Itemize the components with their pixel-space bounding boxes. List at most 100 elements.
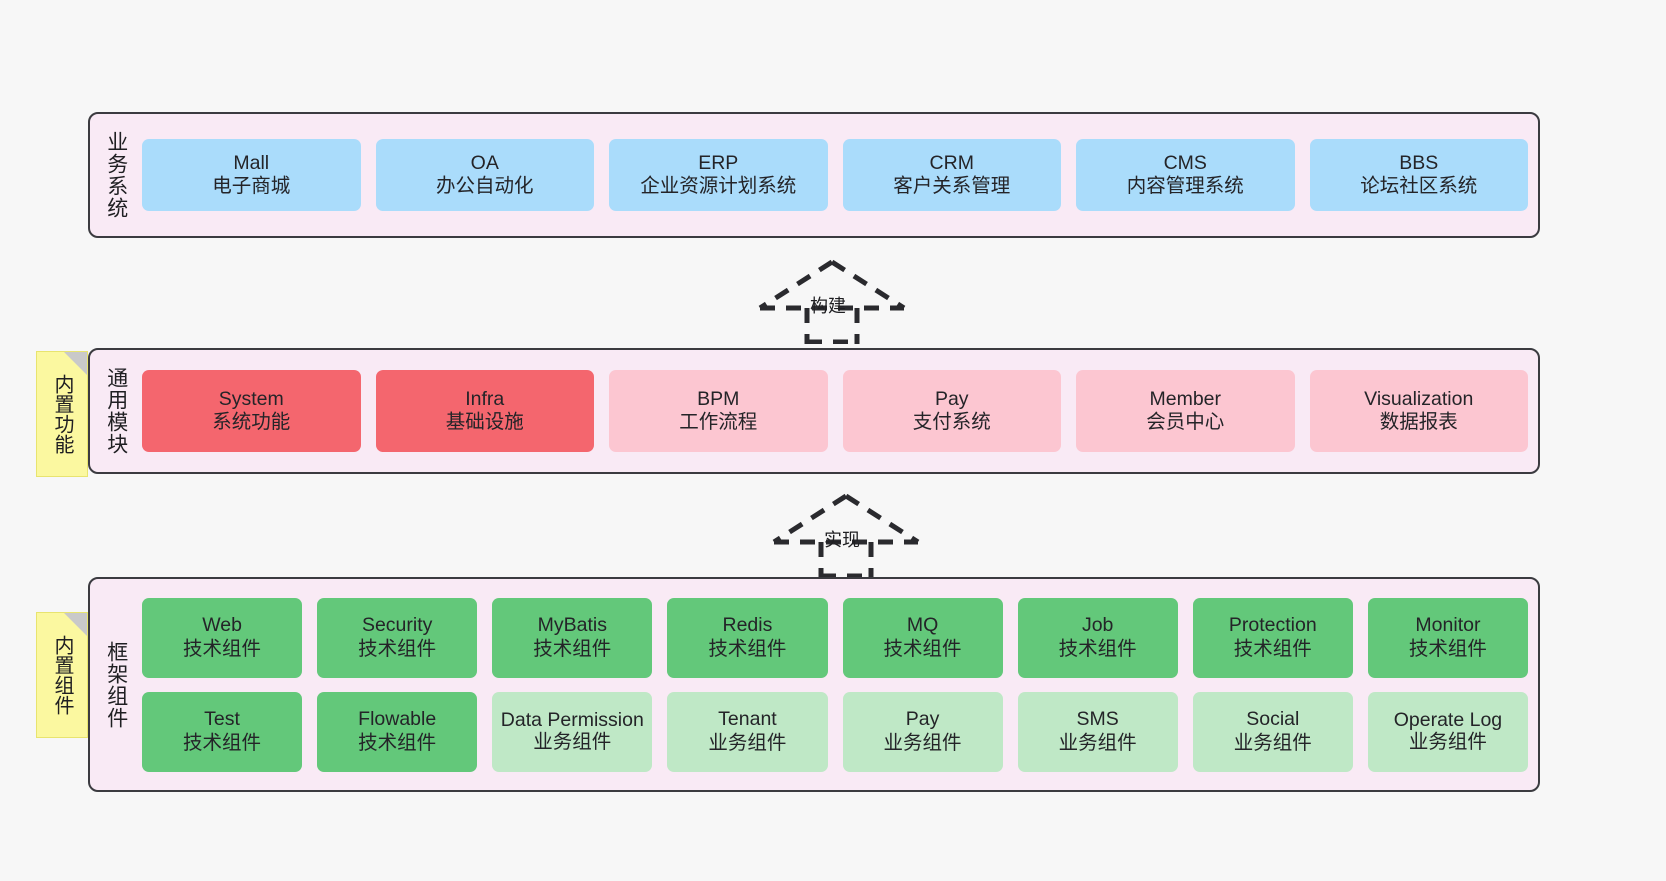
module-card-title-en: Flowable — [358, 708, 437, 731]
module-card-title-cn: 基础设施 — [445, 411, 524, 433]
module-card-title-cn: 办公自动化 — [435, 175, 534, 197]
module-card-title-en: OA — [470, 151, 499, 174]
module-card-title-cn: 数据报表 — [1379, 411, 1458, 433]
dashed-generalization-arrow-icon — [758, 259, 906, 345]
layer-title-framework-component: 框架组件 — [104, 640, 128, 729]
module-card-title-en: Mall — [233, 151, 270, 174]
arrow-realize-label: 实现 — [824, 530, 860, 550]
module-card-title-en: ERP — [698, 151, 739, 174]
module-card-title-cn: 业务组件 — [1233, 731, 1312, 754]
module-card-title-cn: 技术组件 — [183, 637, 262, 660]
module-card-title-en: Test — [204, 708, 240, 731]
note-builtin-component: 内置组件 — [36, 612, 88, 738]
module-card-title-cn: 支付系统 — [912, 411, 991, 433]
page-fold-icon — [64, 613, 87, 636]
module-card-title-cn: 业务组件 — [1058, 731, 1137, 754]
layer-title-business-system: 业务系统 — [104, 131, 128, 219]
module-card-title-en: BPM — [697, 387, 740, 410]
note-builtin-function: 内置功能 — [36, 351, 88, 477]
module-card-title-cn: 技术组件 — [358, 637, 437, 660]
arrow-build-label: 构建 — [810, 296, 846, 316]
module-card-title-en: Data Permission — [500, 708, 644, 731]
module-card-title-cn: 业务组件 — [708, 731, 787, 754]
module-card-title-en: Infra — [465, 387, 505, 410]
module-card-title-cn: 电子商城 — [212, 175, 291, 197]
module-card-title-cn: 企业资源计划系统 — [640, 175, 797, 197]
module-card-title-cn: 技术组件 — [708, 637, 787, 660]
module-card-title-en: Social — [1246, 708, 1300, 731]
module-card-title-en: MyBatis — [537, 614, 607, 637]
module-card-title-en: CRM — [929, 151, 974, 174]
module-card-title-en: System — [218, 387, 284, 410]
module-card-title-cn: 工作流程 — [679, 411, 758, 433]
module-card-title-cn: 客户关系管理 — [893, 175, 1011, 197]
module-card-title-cn: 技术组件 — [883, 637, 962, 660]
module-card-title-en: Monitor — [1415, 614, 1481, 637]
layer-title-common-module: 通用模块 — [104, 367, 128, 455]
note-builtin-component-label: 内置组件 — [51, 635, 73, 715]
module-card-title-en: Job — [1081, 614, 1114, 637]
module-card-title-cn: 技术组件 — [183, 731, 262, 754]
module-card-title-cn: 技术组件 — [533, 637, 612, 660]
note-builtin-function-label: 内置功能 — [51, 374, 73, 454]
module-card-title-cn: 论坛社区系统 — [1360, 175, 1478, 197]
module-card-title-en: Redis — [722, 614, 773, 637]
page-fold-icon — [64, 352, 87, 375]
module-card-title-cn: 业务组件 — [883, 731, 962, 754]
module-card-title-en: Web — [202, 614, 242, 637]
dashed-generalization-arrow-icon — [772, 493, 920, 579]
module-card-title-cn: 技术组件 — [1408, 637, 1487, 660]
module-card-title-cn: 业务组件 — [533, 731, 612, 754]
module-card-title-cn: 会员中心 — [1146, 411, 1225, 433]
module-card-title-en: Security — [361, 614, 433, 637]
module-card-title-cn: 内容管理系统 — [1126, 175, 1244, 197]
arrow-build: 构建 — [756, 258, 908, 345]
module-card-title-en: Protection — [1228, 614, 1317, 637]
module-card-title-cn: 技术组件 — [1058, 637, 1137, 660]
module-card-title-cn: 技术组件 — [358, 731, 437, 754]
module-card-title-en: Operate Log — [1393, 708, 1503, 731]
module-card-title-en: Member — [1149, 387, 1222, 410]
module-card-title-en: Pay — [934, 387, 969, 410]
module-card-title-en: SMS — [1076, 708, 1119, 731]
module-card-title-en: Pay — [905, 708, 940, 731]
module-card-title-en: Tenant — [718, 708, 777, 731]
module-card-title-cn: 技术组件 — [1233, 637, 1312, 660]
module-card-title-en: Visualization — [1364, 387, 1474, 410]
